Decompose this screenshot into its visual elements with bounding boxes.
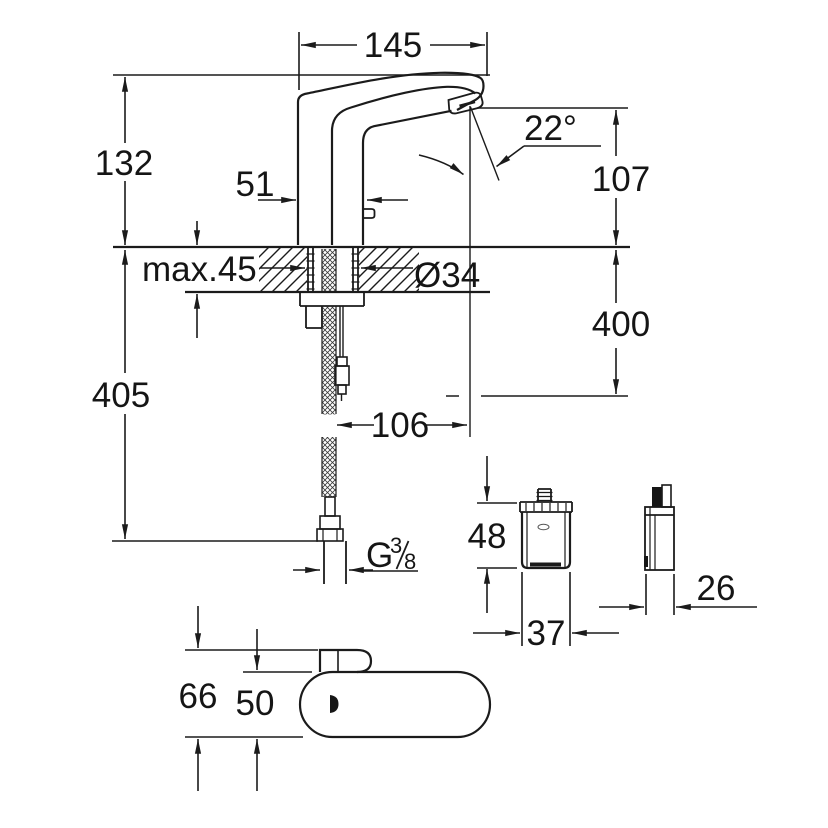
control-box-side-view	[644, 484, 675, 571]
dim-label-107: 107	[592, 160, 650, 199]
jet-angle-arc-arrow	[418, 154, 464, 176]
dimension-thread-g38: G 3 8	[293, 533, 418, 575]
thread-label-g: G	[366, 536, 393, 575]
side-view-stud	[652, 487, 662, 507]
thread-label-denominator: 8	[404, 549, 416, 574]
deck-hatch-left	[259, 248, 307, 291]
dimension-outlet-height-107: 107	[478, 107, 650, 245]
dim-label-48: 48	[468, 517, 507, 556]
mounting-nut	[305, 306, 323, 329]
dimension-upper-body-51: 51	[236, 165, 408, 204]
dim-label-106: 106	[371, 406, 429, 445]
mounting-flange	[299, 292, 365, 307]
side-view-clip	[661, 484, 672, 508]
thread-nipple	[323, 541, 347, 584]
thread-fraction-slash	[395, 540, 410, 570]
dim-label-max45: max.45	[142, 250, 257, 289]
dim-label-400: 400	[592, 305, 650, 344]
dim-label-405: 405	[92, 376, 150, 415]
dim-label-66: 66	[179, 677, 218, 716]
dim-label-22deg: 22°	[524, 109, 577, 148]
dimension-body-height-132: 132	[95, 74, 490, 245]
dimension-box-width-37: 37	[473, 572, 619, 653]
body-side-tab	[363, 208, 376, 219]
deck-hatch-right	[359, 248, 419, 291]
thread-label-numerator: 3	[390, 533, 402, 558]
faucet-side-view	[296, 71, 500, 245]
brand-logo-mark	[537, 523, 550, 531]
dimension-box-height-48: 48	[468, 456, 517, 613]
dim-label-50: 50	[236, 684, 275, 723]
water-jet-axis-line	[469, 106, 500, 181]
dim-label-145: 145	[364, 26, 422, 65]
top-view-lever-tab	[318, 648, 373, 674]
box-thread-stud	[536, 488, 553, 502]
dimension-outlet-reach-106: 106	[337, 406, 467, 445]
dimension-hole-diameter-34: Ø34	[260, 256, 480, 295]
braided-hose	[321, 249, 337, 497]
dim-label-132: 132	[95, 144, 153, 183]
mounting-shank-and-hoses	[299, 247, 365, 584]
dimension-spout-width-145: 145	[298, 26, 488, 90]
dimension-deck-thickness-max45: max.45	[142, 221, 257, 338]
dimension-base-total-66: 66	[179, 606, 318, 791]
sensor-cable-and-plug	[334, 306, 350, 401]
control-box-front-view	[519, 488, 573, 570]
hose-end-fitting	[316, 496, 347, 584]
dimension-hose-drop-400: 400	[446, 250, 650, 397]
dimension-supply-length-405: 405	[92, 250, 318, 542]
dimension-spout-angle-22: 22°	[496, 109, 601, 168]
dim-label-dia34: Ø34	[414, 256, 480, 295]
dim-label-51: 51	[236, 165, 275, 204]
dimension-box-depth-26: 26	[599, 569, 757, 615]
dim-label-26: 26	[697, 569, 736, 608]
faucet-top-view	[298, 648, 492, 739]
sensor-window-icon	[447, 91, 484, 115]
dimension-base-width-50: 50	[236, 629, 312, 791]
top-view-sensor-dot	[330, 695, 339, 713]
dim-label-37: 37	[527, 614, 566, 653]
